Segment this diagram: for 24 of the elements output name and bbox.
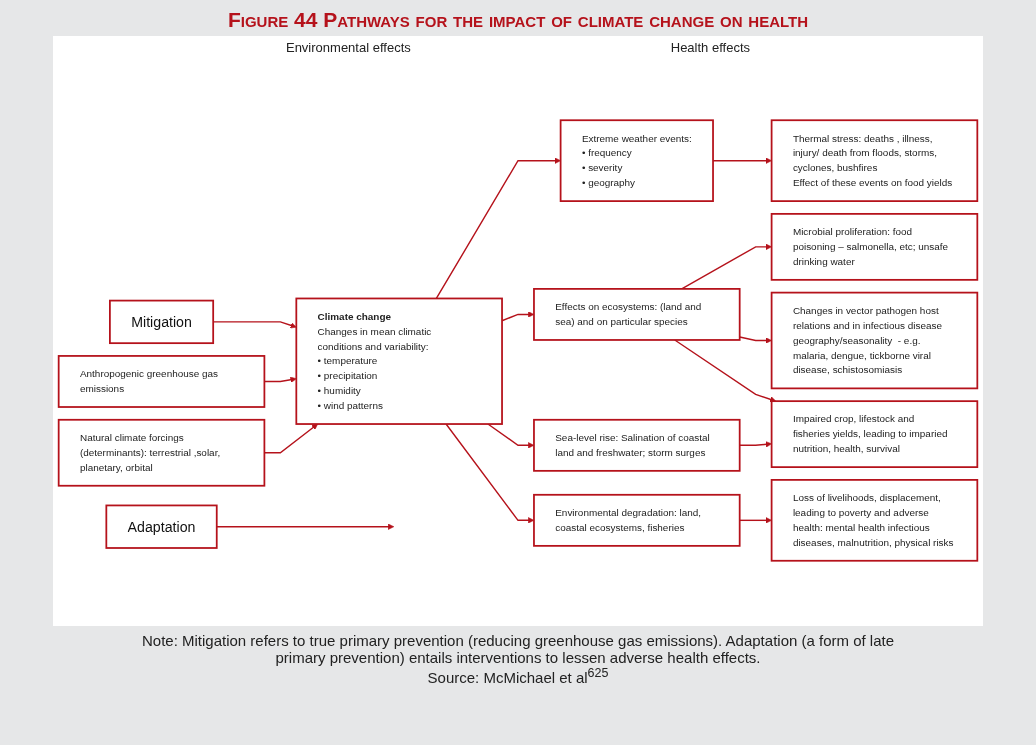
text-box: Anthropogenic greenhouse gas emissions: [57, 355, 266, 408]
text-box: Changes in vector pathogen host relations and in infectious disease geography/seasonality - e.g. malaria, dengue, tickborne viral disease, schistosomiasis: [770, 291, 979, 390]
arrow: [681, 243, 772, 290]
text-box: Environmental degradation: land, coastal ecosystems, fisheries: [533, 493, 741, 547]
arrow: [674, 339, 777, 403]
text-box: Sea-level rise: Salination of coastal land and freshwater; storm surges: [533, 418, 741, 472]
text-box: Effects on ecosystems: (land and sea) and on particular species: [533, 288, 741, 341]
source-note: Source: McMichael et al$^{625}$: [426, 666, 610, 686]
figure-title: Figure 44 Pathways for the impact of climate change on health: [226, 8, 810, 32]
text-box: Extreme weather events: • frequency • severity • geography: [559, 119, 714, 202]
text-box: Adaptation: [105, 504, 218, 549]
column-heading: Health effects: [670, 40, 750, 55]
text-box: Thermal stress: deaths , illness, injury/ death from floods, storms, cyclones, bushfires Effect of these events on food yields: [770, 119, 979, 202]
text-box: Mitigation: [109, 299, 215, 345]
text-box: Impaired crop, lifestock and fisheries yields, leading to imparied nutrition, health, survival: [770, 400, 979, 468]
text-box: Microbial proliferation: food poisoning – salmonella, etc; unsafe drinking water: [770, 213, 979, 281]
column-heading: Environmental effects: [285, 40, 411, 55]
note-text: Note: Mitigation refers to true primary prevention (reducing greenhouse gas emissions). Adaptation (a form of late primary prevention) entails interventions to lessen adverse health effects.: [140, 632, 895, 666]
arrow: [216, 523, 395, 530]
text-box: Natural climate forcings (determinants): terrestrial ,solar, planetary, orbital: [57, 418, 266, 487]
arrow: [435, 157, 561, 300]
text-box: Loss of livelihoods, displacement, leading to poverty and adverse health: mental health infectious diseases, malnutrition, physical risks: [770, 479, 979, 562]
arrow: [738, 336, 772, 344]
text-box: Climate change Changes in mean climatic conditions and variability: • temperature • precipitation • humidity • wind patterns: [295, 297, 503, 425]
